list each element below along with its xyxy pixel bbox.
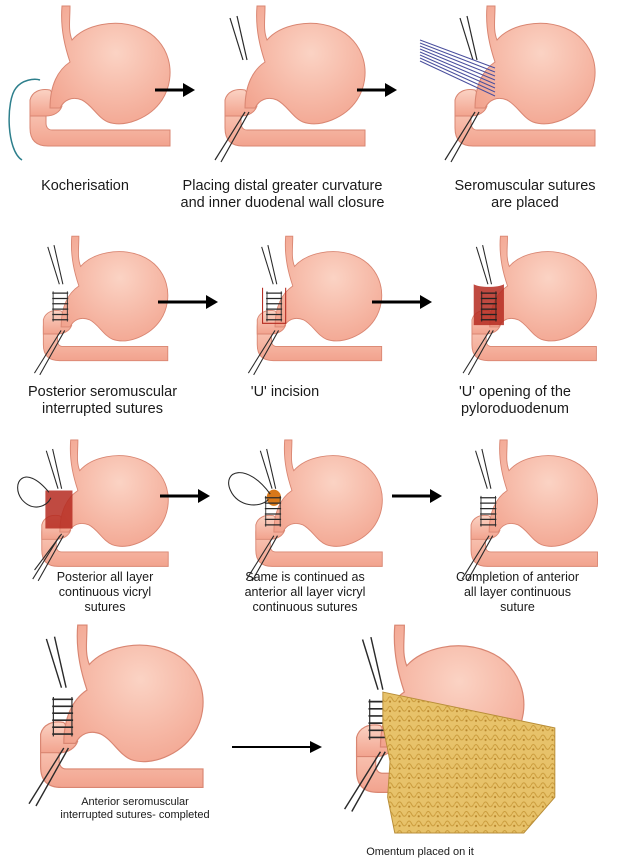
stomach-shape [60,440,168,546]
step-caption: Kocherisation [0,178,170,195]
step-anterior-seromuscular-completed: Anterior seromuscular interrupted suture… [0,618,290,818]
step-caption: Placing distal greater curvature and inn… [170,178,395,212]
stomach-shape [489,440,597,546]
step-caption: Completion of anterior all layer continu… [430,570,605,614]
u-opening [45,491,72,529]
suture-thread [371,637,383,690]
suture-thread [54,245,63,284]
arrow-right-icon [160,488,210,504]
stomach-shape [245,6,365,124]
suture-thread [260,451,272,489]
suture-thread [46,451,58,489]
arrow-right-icon [158,294,218,310]
suture-thread [467,16,477,60]
step-posterior-seromuscular: Posterior seromuscular interrupted sutur… [0,222,220,422]
step-caption: Seromuscular sutures are placed [425,178,625,212]
stomach-shape [475,6,595,124]
step-caption: Posterior seromuscular interrupted sutur… [0,384,205,418]
stomach-illustration [430,430,625,570]
suture-thread [48,247,60,284]
arrow-right-icon [372,294,432,310]
suture-thread [363,640,379,690]
step-caption: 'U' opening of the pyloroduodenum [425,384,605,418]
stomach-shape [64,625,203,762]
step-u-incision: 'U' incision [215,222,415,422]
u-opening [474,284,504,325]
stomach-shape [490,236,597,341]
step-u-opening: 'U' opening of the pyloroduodenum [430,222,625,422]
suture-loop [229,473,271,505]
stomach-illustration [0,618,290,798]
arrow-right-icon [357,82,397,98]
stomach-illustration [330,618,628,833]
stomach-shape [61,236,168,341]
step-seromuscular-placed: Seromuscular sutures are placed [405,0,625,230]
stomach-illustration [215,430,405,570]
step-caption: Omentum placed on it [330,846,510,859]
step-placing-distal: Placing distal greater curvature and inn… [175,0,395,230]
suture-thread [476,247,488,284]
suture-thread [483,245,492,284]
suture-thread [53,449,62,489]
step-kocherisation: Kocherisation [0,0,180,230]
step-completion-anterior: Completion of anterior all layer continu… [430,430,625,625]
suture-thread [230,18,243,60]
suture-thread [262,247,274,284]
stomach-illustration [0,0,180,180]
step-caption: Same is continued as anterior all layer … [215,570,395,614]
step-anterior-continued: Same is continued as anterior all layer … [215,430,405,625]
suture-thread [46,639,61,688]
step-omentum-placed: Omentum placed on it [330,618,628,863]
arrow-right-icon [232,741,322,753]
suture-thread [268,245,277,284]
suture-thread [237,16,247,60]
suture-thread [476,451,488,489]
stomach-shape [275,236,382,341]
stomach-shape [50,6,170,124]
suture-thread [482,449,491,489]
stomach-illustration [405,0,625,180]
suture-thread [267,449,276,489]
suture-thread [460,18,473,60]
step-posterior-all-layer: Posterior all layer continuous vicryl su… [0,430,210,625]
stomach-shape [274,440,382,546]
stomach-illustration [430,222,625,382]
step-caption: Posterior all layer continuous vicryl su… [20,570,190,614]
suture-thread [55,637,67,688]
omentum-patch [383,692,555,833]
step-caption: Anterior seromuscular interrupted suture… [0,796,270,822]
step-caption: 'U' incision [215,384,355,401]
